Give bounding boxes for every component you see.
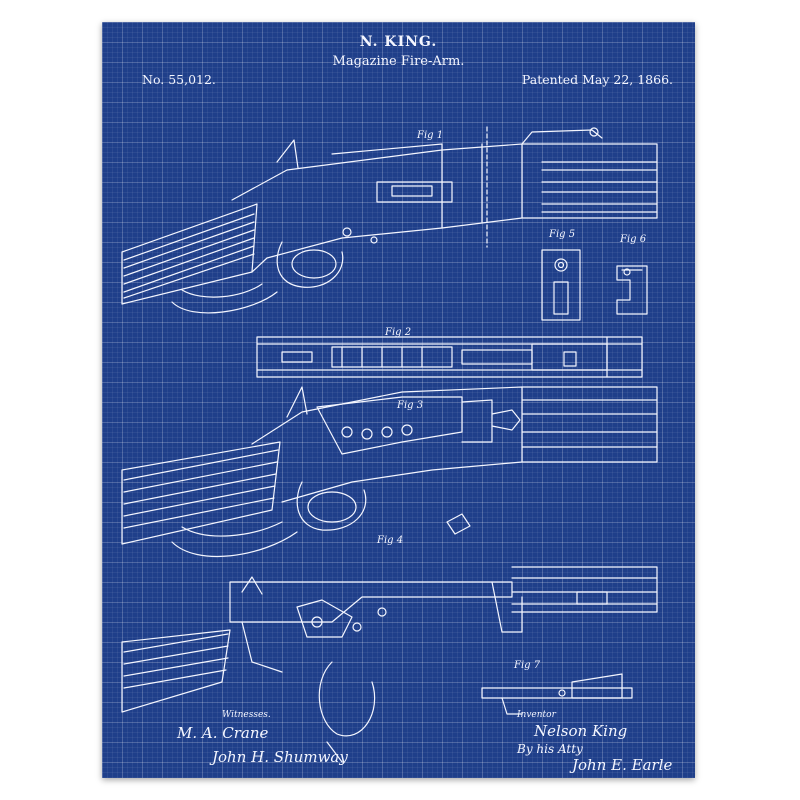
fig5-label: Fig 5 xyxy=(549,229,576,240)
inventor-heading: Inventor xyxy=(517,710,556,720)
fig3-sectional-rifle-drawing xyxy=(121,386,658,558)
fig7-mechanism-drawing xyxy=(481,673,633,715)
inventor-name: N. KING. xyxy=(359,34,438,50)
patent-date: Patented May 22, 1866. xyxy=(521,72,673,87)
witness-signature-2: John H. Shumway xyxy=(212,748,348,766)
fig2-label: Fig 2 xyxy=(385,327,412,338)
fig5-cartridge-carrier xyxy=(541,249,581,321)
fig3-label: Fig 3 xyxy=(397,400,424,411)
fig2-top-view-drawing xyxy=(256,336,643,378)
witnesses-heading: Witnesses. xyxy=(222,710,271,720)
fig6-label: Fig 6 xyxy=(620,234,647,245)
patent-title: Magazine Fire-Arm. xyxy=(332,54,465,69)
fig1-rifle-drawing xyxy=(121,126,658,314)
fig4-action-drawing xyxy=(121,566,658,763)
attorney-prefix: By his Atty xyxy=(517,742,583,756)
fig4-label: Fig 4 xyxy=(377,535,404,546)
fig7-label: Fig 7 xyxy=(514,660,541,671)
fig6-cartridge-part xyxy=(616,265,648,315)
patent-blueprint-poster: N. KING. Magazine Fire-Arm. No. 55,012. … xyxy=(102,22,695,778)
fig1-label: Fig 1 xyxy=(417,130,444,141)
inventor-signature: Nelson King xyxy=(534,722,628,740)
patent-line-drawing xyxy=(121,126,658,763)
witness-signature-1: M. A. Crane xyxy=(177,724,269,742)
attorney-signature: John E. Earle xyxy=(572,756,673,774)
patent-number: No. 55,012. xyxy=(142,72,216,87)
